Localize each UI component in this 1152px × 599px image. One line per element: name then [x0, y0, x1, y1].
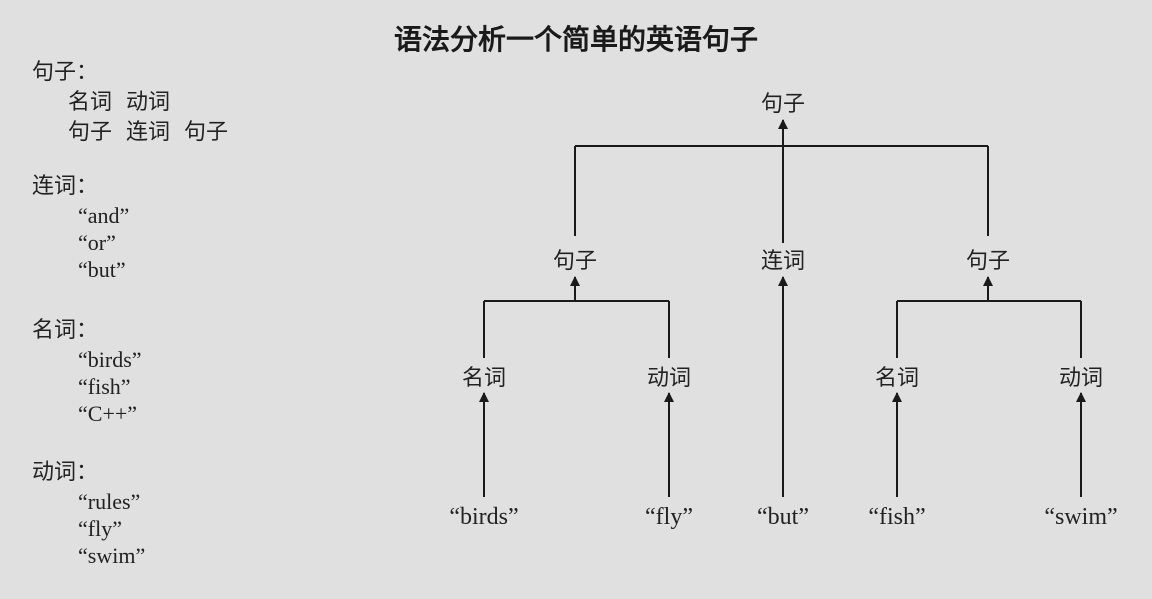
grammar-verb: 动词： “rules” “fly” “swim” — [32, 458, 145, 569]
rule-head: 句子： — [32, 60, 99, 85]
grammar-sentence: 句子： 名词 动词 句子 连词 句子 — [32, 58, 228, 148]
leaf-word: “fish” — [868, 504, 925, 530]
node-noun: 名词 — [462, 366, 506, 391]
rule-head: 动词： — [32, 460, 99, 485]
word: “rules” — [78, 489, 141, 514]
grammar-conjunction: 连词： “and” “or” “but” — [32, 172, 129, 283]
node-sentence-right: 句子 — [966, 249, 1010, 274]
word: “C++” — [78, 401, 138, 426]
rule-head: 名词： — [32, 318, 99, 343]
word: “fish” — [78, 374, 131, 399]
node-verb: 动词 — [1059, 366, 1103, 391]
word: “or” — [78, 230, 116, 255]
node-noun: 名词 — [875, 366, 919, 391]
rule-line: 句子 连词 句子 — [68, 120, 228, 145]
word: “but” — [78, 257, 126, 282]
rule-head: 连词： — [32, 174, 99, 199]
grammar-noun: 名词： “birds” “fish” “C++” — [32, 316, 142, 427]
word: “swim” — [78, 543, 146, 568]
leaf-word: “swim” — [1044, 504, 1117, 530]
word: “birds” — [78, 347, 142, 372]
diagram-title: 语法分析一个简单的英语句子 — [393, 23, 758, 56]
node-sentence-left: 句子 — [553, 249, 597, 274]
word: “fly” — [78, 516, 122, 541]
rule-line: 名词 动词 — [68, 90, 170, 115]
leaf-word: “fly” — [645, 504, 693, 530]
leaf-word: “but” — [757, 504, 809, 530]
node-verb: 动词 — [647, 366, 691, 391]
word: “and” — [78, 203, 130, 228]
leaf-word: “birds” — [449, 504, 518, 530]
node-root: 句子 — [761, 92, 805, 117]
node-conjunction: 连词 — [761, 249, 805, 274]
